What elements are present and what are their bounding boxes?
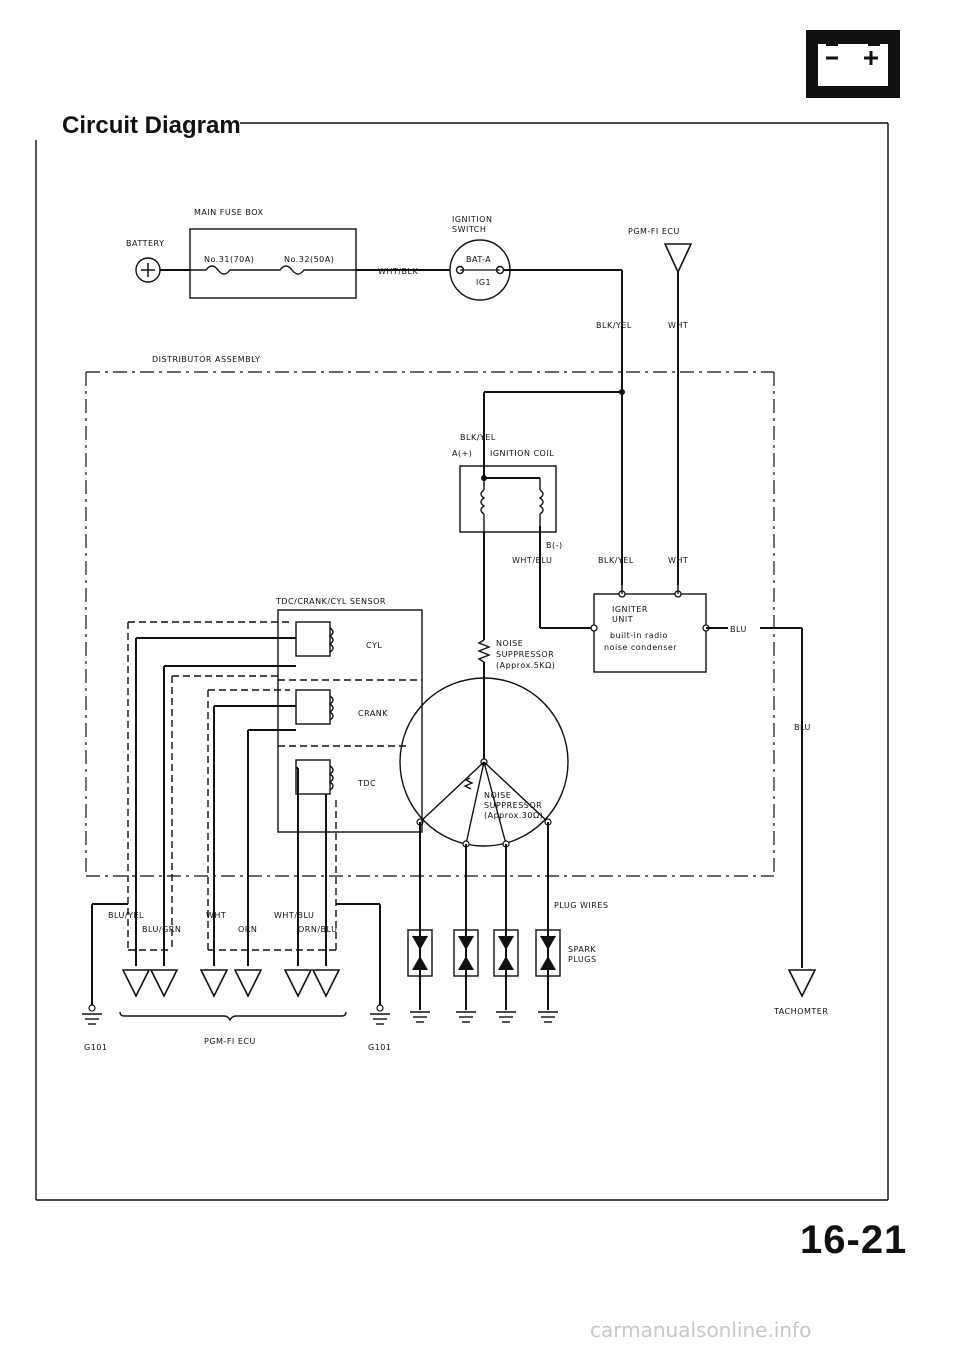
wht-blk-label: WHT/BLK xyxy=(378,267,418,276)
noise-suppressor-label-2: SUPPRESSOR xyxy=(496,650,554,659)
ignition-coil xyxy=(459,465,557,533)
pgm-fi-ecu-top-connector xyxy=(663,243,693,274)
a-plus-label: A(+) xyxy=(452,449,472,458)
blu-yel-label: BLU/YEL xyxy=(108,911,144,920)
cyl-label: CYL xyxy=(366,641,382,650)
distributor-assembly-label: DISTRIBUTOR ASSEMBLY xyxy=(152,355,260,364)
noise-suppressor-label-1: NOISE xyxy=(496,639,523,648)
main-fuse-box-label: MAIN FUSE BOX xyxy=(194,208,264,217)
blk-yel-top-label: BLK/YEL xyxy=(596,321,632,330)
wht-blu-coil-label: WHT/BLU xyxy=(512,556,552,565)
orn-blu-label: ORN/BLU xyxy=(298,925,337,934)
tachometer-connector xyxy=(787,969,817,998)
ig1-label: IG1 xyxy=(476,278,491,287)
noise-suppressor-cap-label-3: (Approx.30Ω) xyxy=(484,811,543,820)
tdc-sensor-label: TDC/CRANK/CYL SENSOR xyxy=(275,597,386,606)
spark-plugs-label-2: PLUGS xyxy=(568,955,597,964)
fuse-32-label: No.32(50A) xyxy=(284,255,334,264)
crank-label: CRANK xyxy=(358,709,388,718)
battery-icon xyxy=(806,30,900,98)
igniter-unit xyxy=(590,590,710,673)
spark-plug-3 xyxy=(493,929,519,977)
wht-top-label: WHT xyxy=(668,321,688,330)
ground-g101-left xyxy=(82,1004,102,1025)
g101-right-label: G101 xyxy=(368,1043,391,1052)
wht-igniter-label: WHT xyxy=(668,556,688,565)
blu-right-label: BLU xyxy=(794,723,811,732)
sensor-wiring xyxy=(91,621,381,1008)
orn-label: ORN xyxy=(238,925,257,934)
page-number: 16-21 xyxy=(800,1218,908,1262)
distributor-cap xyxy=(399,677,569,848)
igniter-label-2: UNIT xyxy=(612,615,633,624)
blk-yel-igniter-label: BLK/YEL xyxy=(598,556,634,565)
pgm-fi-ecu-bottom-connectors xyxy=(119,969,347,1022)
fuse-31-label: No.31(70A) xyxy=(204,255,254,264)
blk-yel-coil-label: BLK/YEL xyxy=(460,433,496,442)
bat-a-label: BAT-A xyxy=(466,255,491,264)
g101-left-label: G101 xyxy=(84,1043,107,1052)
noise-suppressor-label-3: (Approx.5KΩ) xyxy=(496,661,555,670)
blu-igniter-label: BLU xyxy=(730,625,747,634)
spark-plug-4 xyxy=(535,929,561,977)
spark-plug-2 xyxy=(453,929,479,977)
noise-suppressor-cap-label-1: NOISE xyxy=(484,791,511,800)
ignition-switch-label-2: SWITCH xyxy=(452,225,486,234)
watermark-text: carmanualsonline.info xyxy=(590,1318,812,1342)
spark-plug-grounds xyxy=(410,1011,558,1023)
tachometer-label: TACHOMTER xyxy=(773,1007,828,1016)
battery-label: BATTERY xyxy=(126,239,164,248)
noise-suppressor-cap-label-2: SUPPRESSOR xyxy=(484,801,542,810)
igniter-label-3: built-in radio xyxy=(610,631,668,640)
main-fuse-box xyxy=(189,228,357,299)
pgm-fi-ecu-top-label: PGM-FI ECU xyxy=(628,227,680,236)
blu-grn-label: BLU/GRN xyxy=(142,925,181,934)
b-minus-label: B(-) xyxy=(546,541,563,550)
ignition-coil-label: IGNITION COIL xyxy=(490,449,554,458)
spark-plug-1 xyxy=(407,929,433,977)
spark-plugs-label-1: SPARK xyxy=(568,945,596,954)
battery-symbol xyxy=(135,257,161,283)
ignition-switch-label-1: IGNITION xyxy=(452,215,492,224)
page-title: Circuit Diagram xyxy=(62,112,241,139)
ignition-switch xyxy=(449,239,511,301)
distributor-assembly-outline xyxy=(85,371,775,877)
tdc-crank-cyl-sensor xyxy=(277,609,423,833)
ground-g101-right xyxy=(370,1004,390,1025)
page-frame xyxy=(35,122,889,1201)
wht-bottom-label: WHT xyxy=(206,911,226,920)
wht-blu-bottom-label: WHT/BLU xyxy=(274,911,314,920)
plug-wires-label: PLUG WIRES xyxy=(554,901,608,910)
pgm-fi-ecu-bottom-label: PGM-FI ECU xyxy=(204,1037,256,1046)
tdc-label: TDC xyxy=(357,779,376,788)
igniter-label-1: IGNITER xyxy=(612,605,648,614)
igniter-label-4: noise condenser xyxy=(604,643,677,652)
